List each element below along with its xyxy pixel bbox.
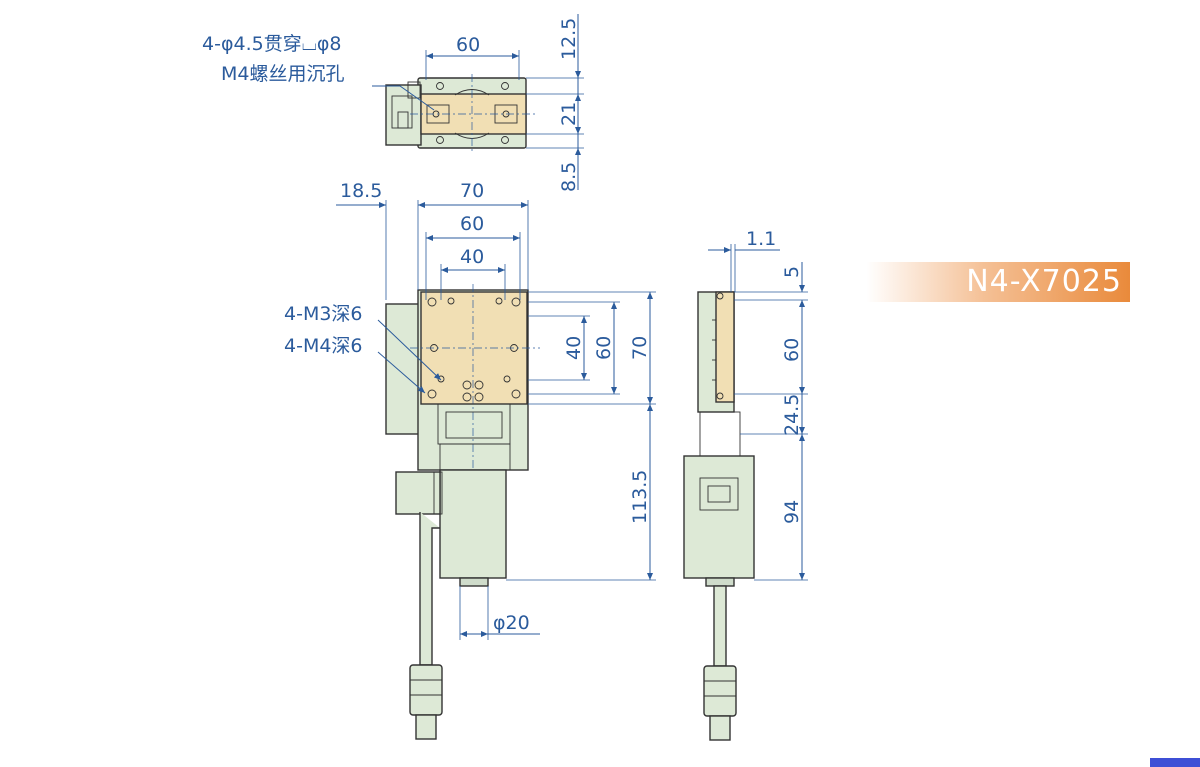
front-dim-40: 40	[460, 246, 484, 268]
front-vdim-40: 40	[563, 336, 585, 360]
top-view: 60 12.5 21 8.5 4-φ4.5贯穿⌴φ8 M4螺丝用沉孔	[202, 14, 584, 192]
front-dim-18-5: 18.5	[340, 180, 382, 202]
corner-block	[1150, 758, 1200, 767]
front-vdim-113-5: 113.5	[629, 470, 651, 524]
note-4-m3: 4-M3深6	[284, 303, 363, 325]
top-dim-8-5: 8.5	[558, 162, 580, 192]
side-dim-1-1: 1.1	[746, 228, 776, 250]
model-badge: N4-X7025	[866, 262, 1130, 302]
side-view: 1.1 5 60 24.5 94	[683, 228, 808, 741]
model-label: N4-X7025	[966, 264, 1122, 299]
side-dim-94: 94	[781, 500, 803, 524]
top-dim-12-5: 12.5	[558, 18, 580, 60]
front-vdim-70: 70	[629, 336, 651, 360]
front-dim-70: 70	[460, 180, 484, 202]
front-dim-60: 60	[460, 213, 484, 235]
hole-note-line2: M4螺丝用沉孔	[221, 63, 344, 85]
side-dim-5: 5	[781, 266, 803, 278]
front-dia-20: φ20	[493, 612, 530, 634]
front-view: 18.5 70 60 40 4-M3深6 4-M4深6 40 60 70 11	[284, 180, 656, 740]
side-dim-60: 60	[781, 338, 803, 362]
top-dim-60: 60	[456, 34, 480, 56]
top-dim-21: 21	[558, 102, 580, 126]
note-4-m4: 4-M4深6	[284, 335, 363, 357]
side-dim-24-5: 24.5	[781, 394, 803, 436]
front-vdim-60: 60	[593, 336, 615, 360]
hole-note-line1: 4-φ4.5贯穿⌴φ8	[202, 33, 342, 55]
